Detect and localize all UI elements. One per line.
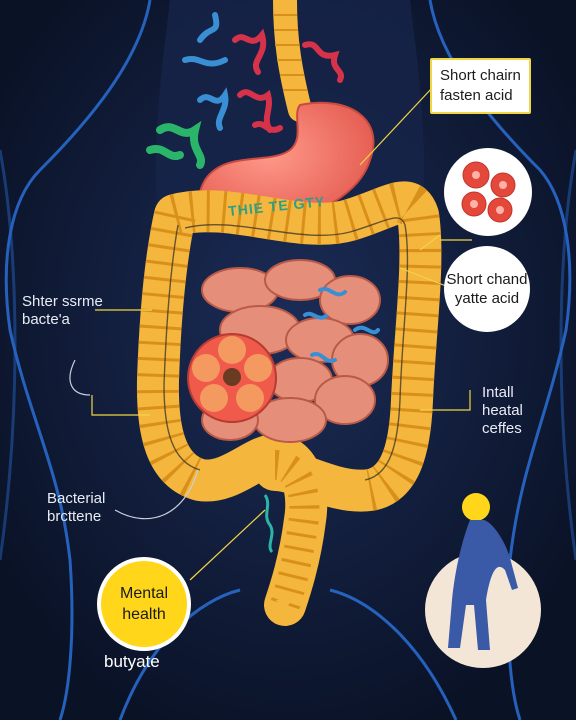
right-lower-line-1: Intall (482, 384, 514, 401)
circle-line-2: yatte acid (454, 290, 520, 307)
mental-line-2: health (122, 606, 166, 623)
label-short-chain-fatty-acid-box: Short chairn fasten acid (430, 58, 531, 114)
bacteria-icon (146, 12, 344, 169)
label-intestinal-right: Intall heatal ceffes (482, 384, 523, 438)
label-bacterial-lower-left: Bacterial brcttene (47, 490, 105, 526)
rectum-tip (276, 598, 292, 612)
box-line-2: fasten acid (440, 87, 513, 104)
left-lower-line-2: brcttene (47, 508, 102, 525)
label-bacteria-upper-left: Shter ssrme bacte'a (22, 293, 103, 329)
left-upper-line-2: bacte'a (22, 311, 70, 328)
esophagus-rings (274, 14, 307, 91)
circle-line-1: Short chand (446, 271, 528, 288)
right-lower-line-3: ceffes (482, 420, 522, 437)
mental-health-badge: Mental health (97, 557, 191, 651)
flower-organ-icon (187, 333, 277, 423)
esophagus-icon (273, 0, 312, 122)
human-figure-icon (425, 493, 541, 668)
colon-center-line (163, 217, 409, 481)
connector-lines (69, 87, 472, 581)
left-lower-line-1: Bacterial (47, 490, 106, 507)
box-line-1: Short chairn (440, 67, 521, 84)
label-short-chain-circle: Short chand yatte acid (444, 246, 530, 332)
red-cells-icon (444, 148, 532, 236)
right-lower-line-2: heatal (482, 402, 523, 419)
mental-line-1: Mental (119, 585, 169, 602)
left-upper-line-1: Shter ssrme (22, 293, 103, 310)
intestine-bacteria (303, 286, 380, 363)
rectum-bacteria (263, 494, 274, 553)
butyrate-label: butyate (104, 652, 160, 671)
